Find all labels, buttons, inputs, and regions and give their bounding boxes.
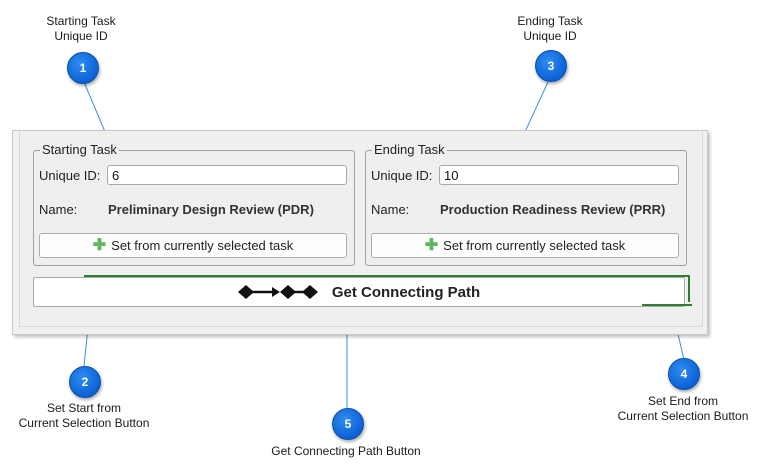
- get-connecting-path-label: Get Connecting Path: [331, 283, 481, 301]
- callout-1-label: Starting Task Unique ID: [46, 14, 116, 43]
- get-connecting-path-button[interactable]: Get Connecting Path: [33, 277, 685, 307]
- callout-2-label: Set Start from Current Selection Button: [18, 401, 150, 430]
- starting-task-title: Starting Task: [40, 142, 119, 157]
- end-name-label: Name:: [371, 202, 410, 217]
- set-end-button-label: Set from currently selected task: [443, 238, 626, 253]
- focus-outline-bottom: [642, 304, 692, 306]
- end-unique-id-input[interactable]: 10: [439, 165, 679, 185]
- double-arrow-path-icon: [237, 285, 318, 299]
- ending-task-group: Ending Task Unique ID: 10 Name: Producti…: [365, 142, 687, 266]
- callout-4-marker: 4: [668, 358, 700, 390]
- start-name-label: Name:: [39, 202, 78, 217]
- callout-3-label: Ending Task Unique ID: [517, 14, 583, 43]
- callout-1-marker: 1: [67, 52, 99, 84]
- starting-task-group: Starting Task Unique ID: 6 Name: Prelimi…: [33, 142, 355, 266]
- plus-icon: ✚: [92, 236, 107, 254]
- set-end-from-selection-button[interactable]: ✚ Set from currently selected task: [371, 233, 679, 258]
- set-start-button-label: Set from currently selected task: [111, 238, 294, 253]
- start-task-name: Preliminary Design Review (PDR): [108, 202, 314, 217]
- callout-5-marker: 5: [332, 408, 364, 440]
- set-start-from-selection-button[interactable]: ✚ Set from currently selected task: [39, 233, 347, 258]
- callout-5-label: Get Connecting Path Button: [271, 444, 421, 458]
- connecting-path-dialog: Starting Task Unique ID: 6 Name: Prelimi…: [12, 130, 708, 335]
- end-unique-id-label: Unique ID:: [371, 168, 433, 183]
- callout-4-label: Set End from Current Selection Button: [617, 394, 749, 423]
- start-unique-id-input[interactable]: 6: [107, 165, 347, 185]
- dialog-panel: Starting Task Unique ID: 6 Name: Prelimi…: [19, 131, 703, 327]
- callout-2-marker: 2: [69, 366, 101, 398]
- plus-icon: ✚: [424, 236, 439, 254]
- start-unique-id-label: Unique ID:: [39, 168, 101, 183]
- end-task-name: Production Readiness Review (PRR): [440, 202, 666, 217]
- callout-3-marker: 3: [535, 50, 567, 82]
- ending-task-title: Ending Task: [372, 142, 447, 157]
